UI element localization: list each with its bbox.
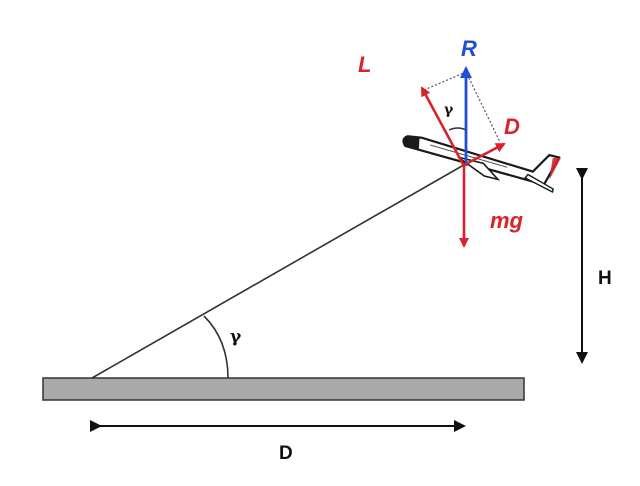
drag-label: D: [504, 114, 520, 139]
weight-label: mg: [490, 208, 524, 233]
drag-arrow: [461, 142, 506, 168]
ground-angle-arc: [203, 315, 229, 379]
ground-gamma-label: γ: [230, 327, 242, 347]
ground-strip: [42, 377, 525, 401]
glide-path-line: [91, 165, 463, 379]
resultant-label: R: [461, 36, 477, 61]
height-label: H: [598, 268, 612, 289]
lift-label: L: [358, 52, 371, 77]
lift-arrow: [420, 86, 466, 167]
force-parallelogram: [423, 71, 501, 143]
top-angle-arc: [448, 127, 467, 131]
distance-label: D: [279, 443, 293, 464]
top-gamma-label: γ: [444, 102, 454, 118]
